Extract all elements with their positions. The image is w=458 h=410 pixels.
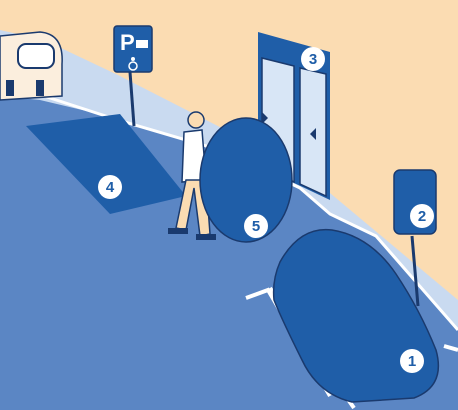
badge-5: 5 bbox=[244, 214, 268, 238]
badge-1-label: 1 bbox=[408, 353, 416, 370]
badge-4-label: 4 bbox=[106, 179, 115, 196]
badge-4: 4 bbox=[98, 175, 122, 199]
badge-2-label: 2 bbox=[418, 208, 426, 225]
badge-5-label: 5 bbox=[252, 218, 260, 235]
badge-3: 3 bbox=[301, 47, 325, 71]
badge-2: 2 bbox=[410, 204, 434, 228]
badge-3-label: 3 bbox=[309, 51, 317, 68]
van bbox=[0, 32, 62, 100]
badge-1: 1 bbox=[400, 349, 424, 373]
parking-letter: P bbox=[120, 30, 135, 55]
